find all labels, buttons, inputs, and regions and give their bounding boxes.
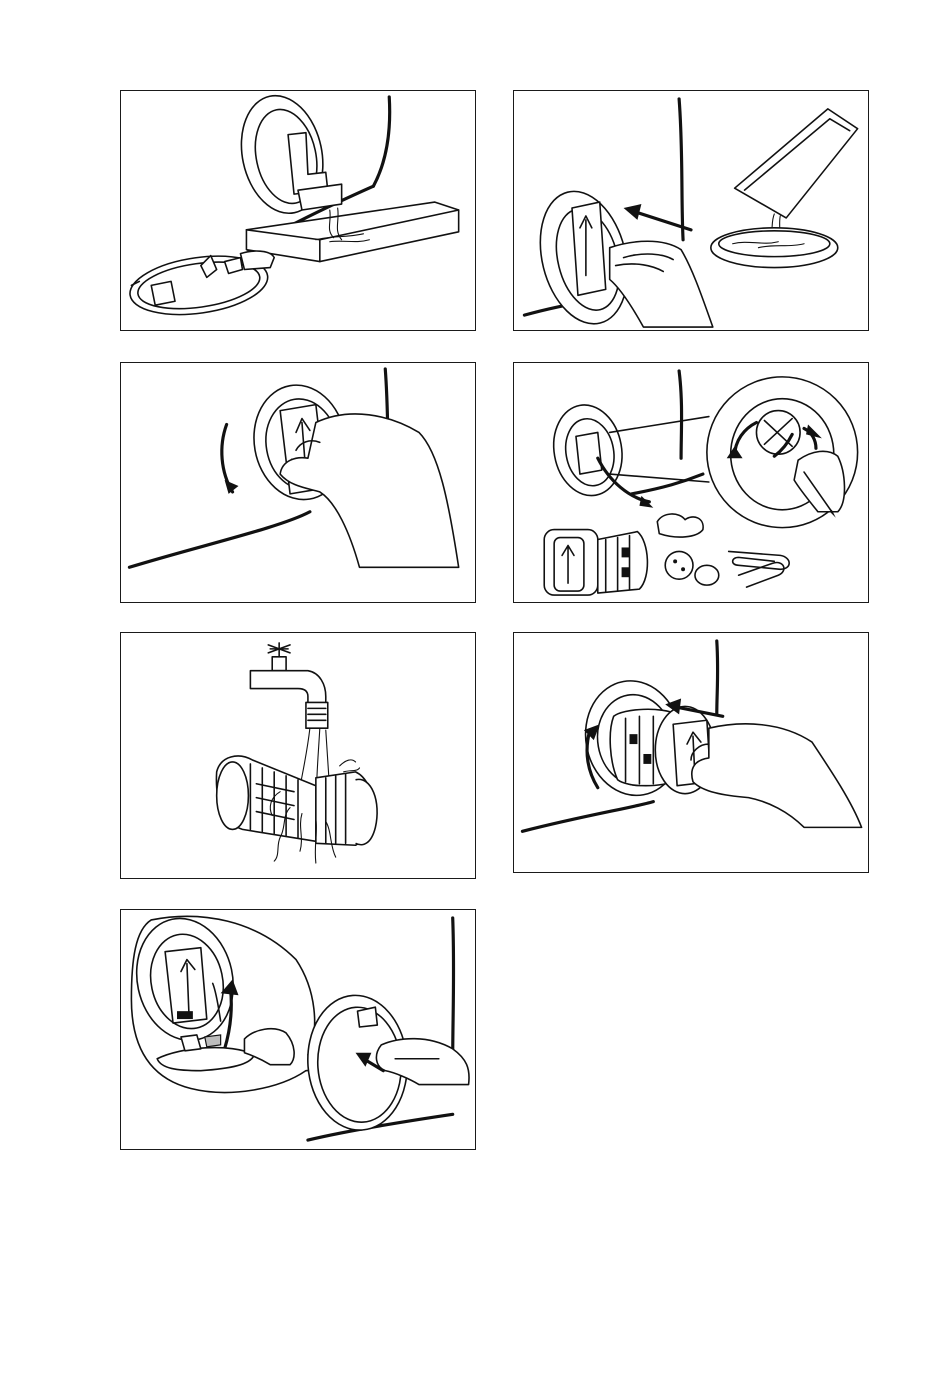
illustration-panel-step-4 xyxy=(513,362,869,603)
rinse-filter-illustration xyxy=(121,633,475,878)
remove-debris-illustration xyxy=(514,363,868,602)
reinsert-filter-illustration xyxy=(514,633,868,872)
illustration-panel-step-5 xyxy=(120,632,476,879)
empty-container-illustration xyxy=(514,91,868,330)
illustration-panel-step-2 xyxy=(513,90,869,331)
illustration-panel-step-1 xyxy=(120,90,476,331)
illustration-panel-step-7 xyxy=(120,909,476,1150)
turn-filter-illustration xyxy=(121,363,475,602)
illustration-panel-step-3 xyxy=(120,362,476,603)
drain-water-illustration xyxy=(121,91,475,330)
illustration-panel-step-6 xyxy=(513,632,869,873)
close-flap-illustration xyxy=(121,910,475,1149)
